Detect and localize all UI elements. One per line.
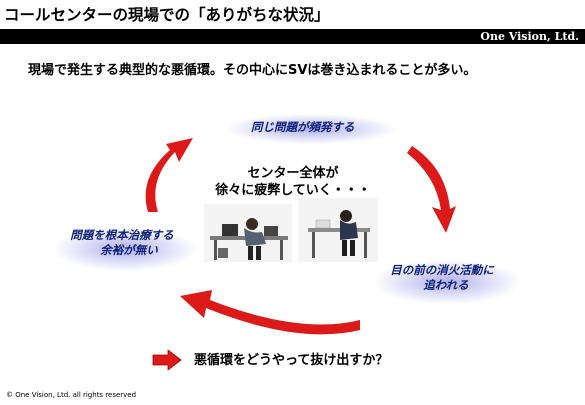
glow-left xyxy=(54,227,196,271)
cycle-label-left-line2: 余裕が無い xyxy=(100,243,158,257)
red-arrow-icon xyxy=(152,349,182,371)
cycle-label-center-line2: 徐々に疲弊していく・・・ xyxy=(215,183,371,198)
glow-right xyxy=(374,260,520,304)
copyright-footer: © One Vision, Ltd. all rights reserved xyxy=(6,391,137,399)
cycle-arrow-bottom xyxy=(180,290,360,335)
tired-worker-photo-right xyxy=(298,198,378,262)
cycle-label-left: 問題を根本治療する 余裕が無い xyxy=(62,228,182,258)
company-name: One Vision, Ltd. xyxy=(480,30,579,43)
cycle-label-right: 目の前の消火活動に 追われる xyxy=(378,263,506,293)
cycle-label-center: センター全体が 徐々に疲弊していく・・・ xyxy=(198,165,388,199)
glow-top xyxy=(226,114,396,144)
cycle-label-center-line1: センター全体が xyxy=(247,166,339,181)
cycle-label-right-line1: 目の前の消火活動に xyxy=(390,263,494,277)
tired-worker-photo-left xyxy=(204,204,292,262)
header-bar: One Vision, Ltd. xyxy=(0,29,585,44)
cycle-arrow-top-right xyxy=(407,146,456,233)
slide-title: コールセンターの現場での「ありがちな状況」 xyxy=(4,6,330,24)
cycle-label-top: 同じ問題が頻発する xyxy=(251,120,355,134)
cycle-arrow-top-left xyxy=(145,138,193,212)
cycle-label-right-line2: 追われる xyxy=(423,278,469,292)
cycle-label-left-line1: 問題を根本治療する xyxy=(70,228,174,242)
question-text: 悪循環をどうやって抜け出すか？ xyxy=(194,353,389,368)
slide-subtitle: 現場で発生する典型的な悪循環。その中心にSVは巻き込まれることが多い。 xyxy=(28,63,477,78)
